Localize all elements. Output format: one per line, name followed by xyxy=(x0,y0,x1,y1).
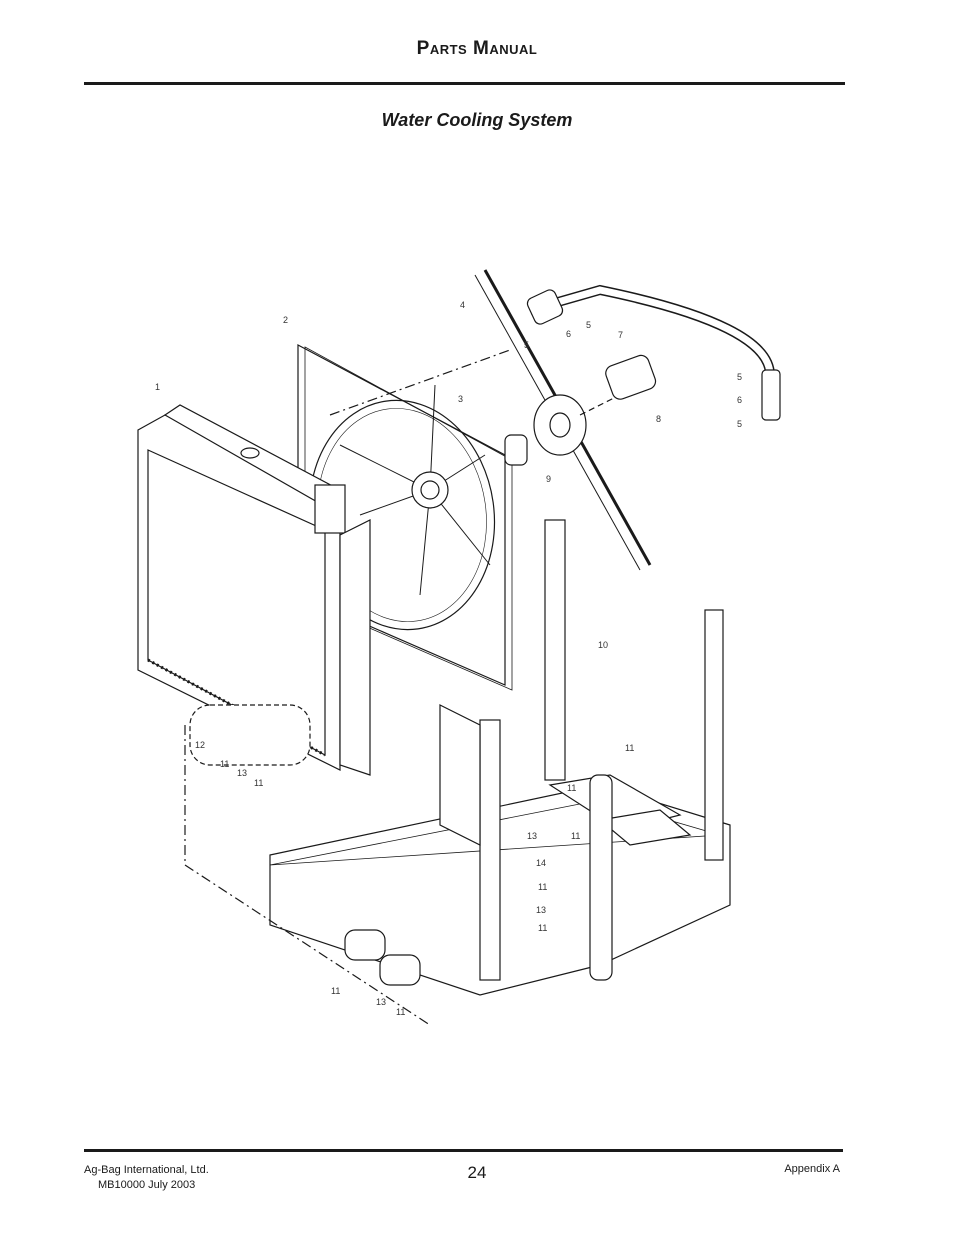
header-rule xyxy=(84,82,845,85)
footer-company: Ag-Bag International, Ltd. xyxy=(84,1164,209,1176)
callout: 11 xyxy=(538,882,547,892)
callout: 6 xyxy=(566,329,571,339)
callout: 12 xyxy=(195,740,205,750)
callout: 5 xyxy=(737,372,742,382)
callout: 7 xyxy=(618,330,623,340)
footer-left: Ag-Bag International, Ltd. MB10000 July … xyxy=(84,1163,209,1193)
footer-rule xyxy=(84,1149,843,1152)
callout: 14 xyxy=(536,858,546,868)
callout: 4 xyxy=(460,300,465,310)
page-header-title: Parts Manual xyxy=(416,38,538,59)
radiator xyxy=(137,404,371,776)
callout: 13 xyxy=(527,831,537,841)
section-title: Water Cooling System xyxy=(381,110,573,130)
callout: 11 xyxy=(254,778,263,788)
callout: 13 xyxy=(536,905,546,915)
callout: 2 xyxy=(283,315,288,325)
callout: 5 xyxy=(586,320,591,330)
footer-appendix: Appendix A xyxy=(784,1163,840,1175)
callout: 10 xyxy=(598,640,608,650)
callouts: 1 2 3 4 5 6 5 7 8 5 6 5 9 10 11 12 11 13… xyxy=(155,300,742,1017)
callout: 5 xyxy=(524,340,529,350)
page-number: 24 xyxy=(467,1163,487,1182)
callout: 13 xyxy=(376,997,386,1007)
callout: 11 xyxy=(625,743,634,753)
callout: 11 xyxy=(538,923,547,933)
water-cooling-exploded-diagram: 1 2 3 4 5 6 5 7 8 5 6 5 9 10 11 12 11 13… xyxy=(137,269,781,1026)
pulley-assembly xyxy=(474,269,657,571)
callout: 11 xyxy=(396,1007,405,1017)
lower-hoses xyxy=(184,349,511,1026)
callout: 9 xyxy=(546,474,551,484)
callout: 3 xyxy=(458,394,463,404)
callout: 13 xyxy=(237,768,247,778)
callout: 11 xyxy=(220,759,229,769)
callout: 6 xyxy=(737,395,742,405)
callout: 11 xyxy=(331,986,340,996)
callout: 11 xyxy=(567,783,576,793)
upper-hose xyxy=(526,284,781,421)
callout: 8 xyxy=(656,414,661,424)
callout: 11 xyxy=(571,831,580,841)
callout: 5 xyxy=(737,419,742,429)
callout: 1 xyxy=(155,382,160,392)
footer-doc-id: MB10000 July 2003 xyxy=(98,1179,196,1191)
